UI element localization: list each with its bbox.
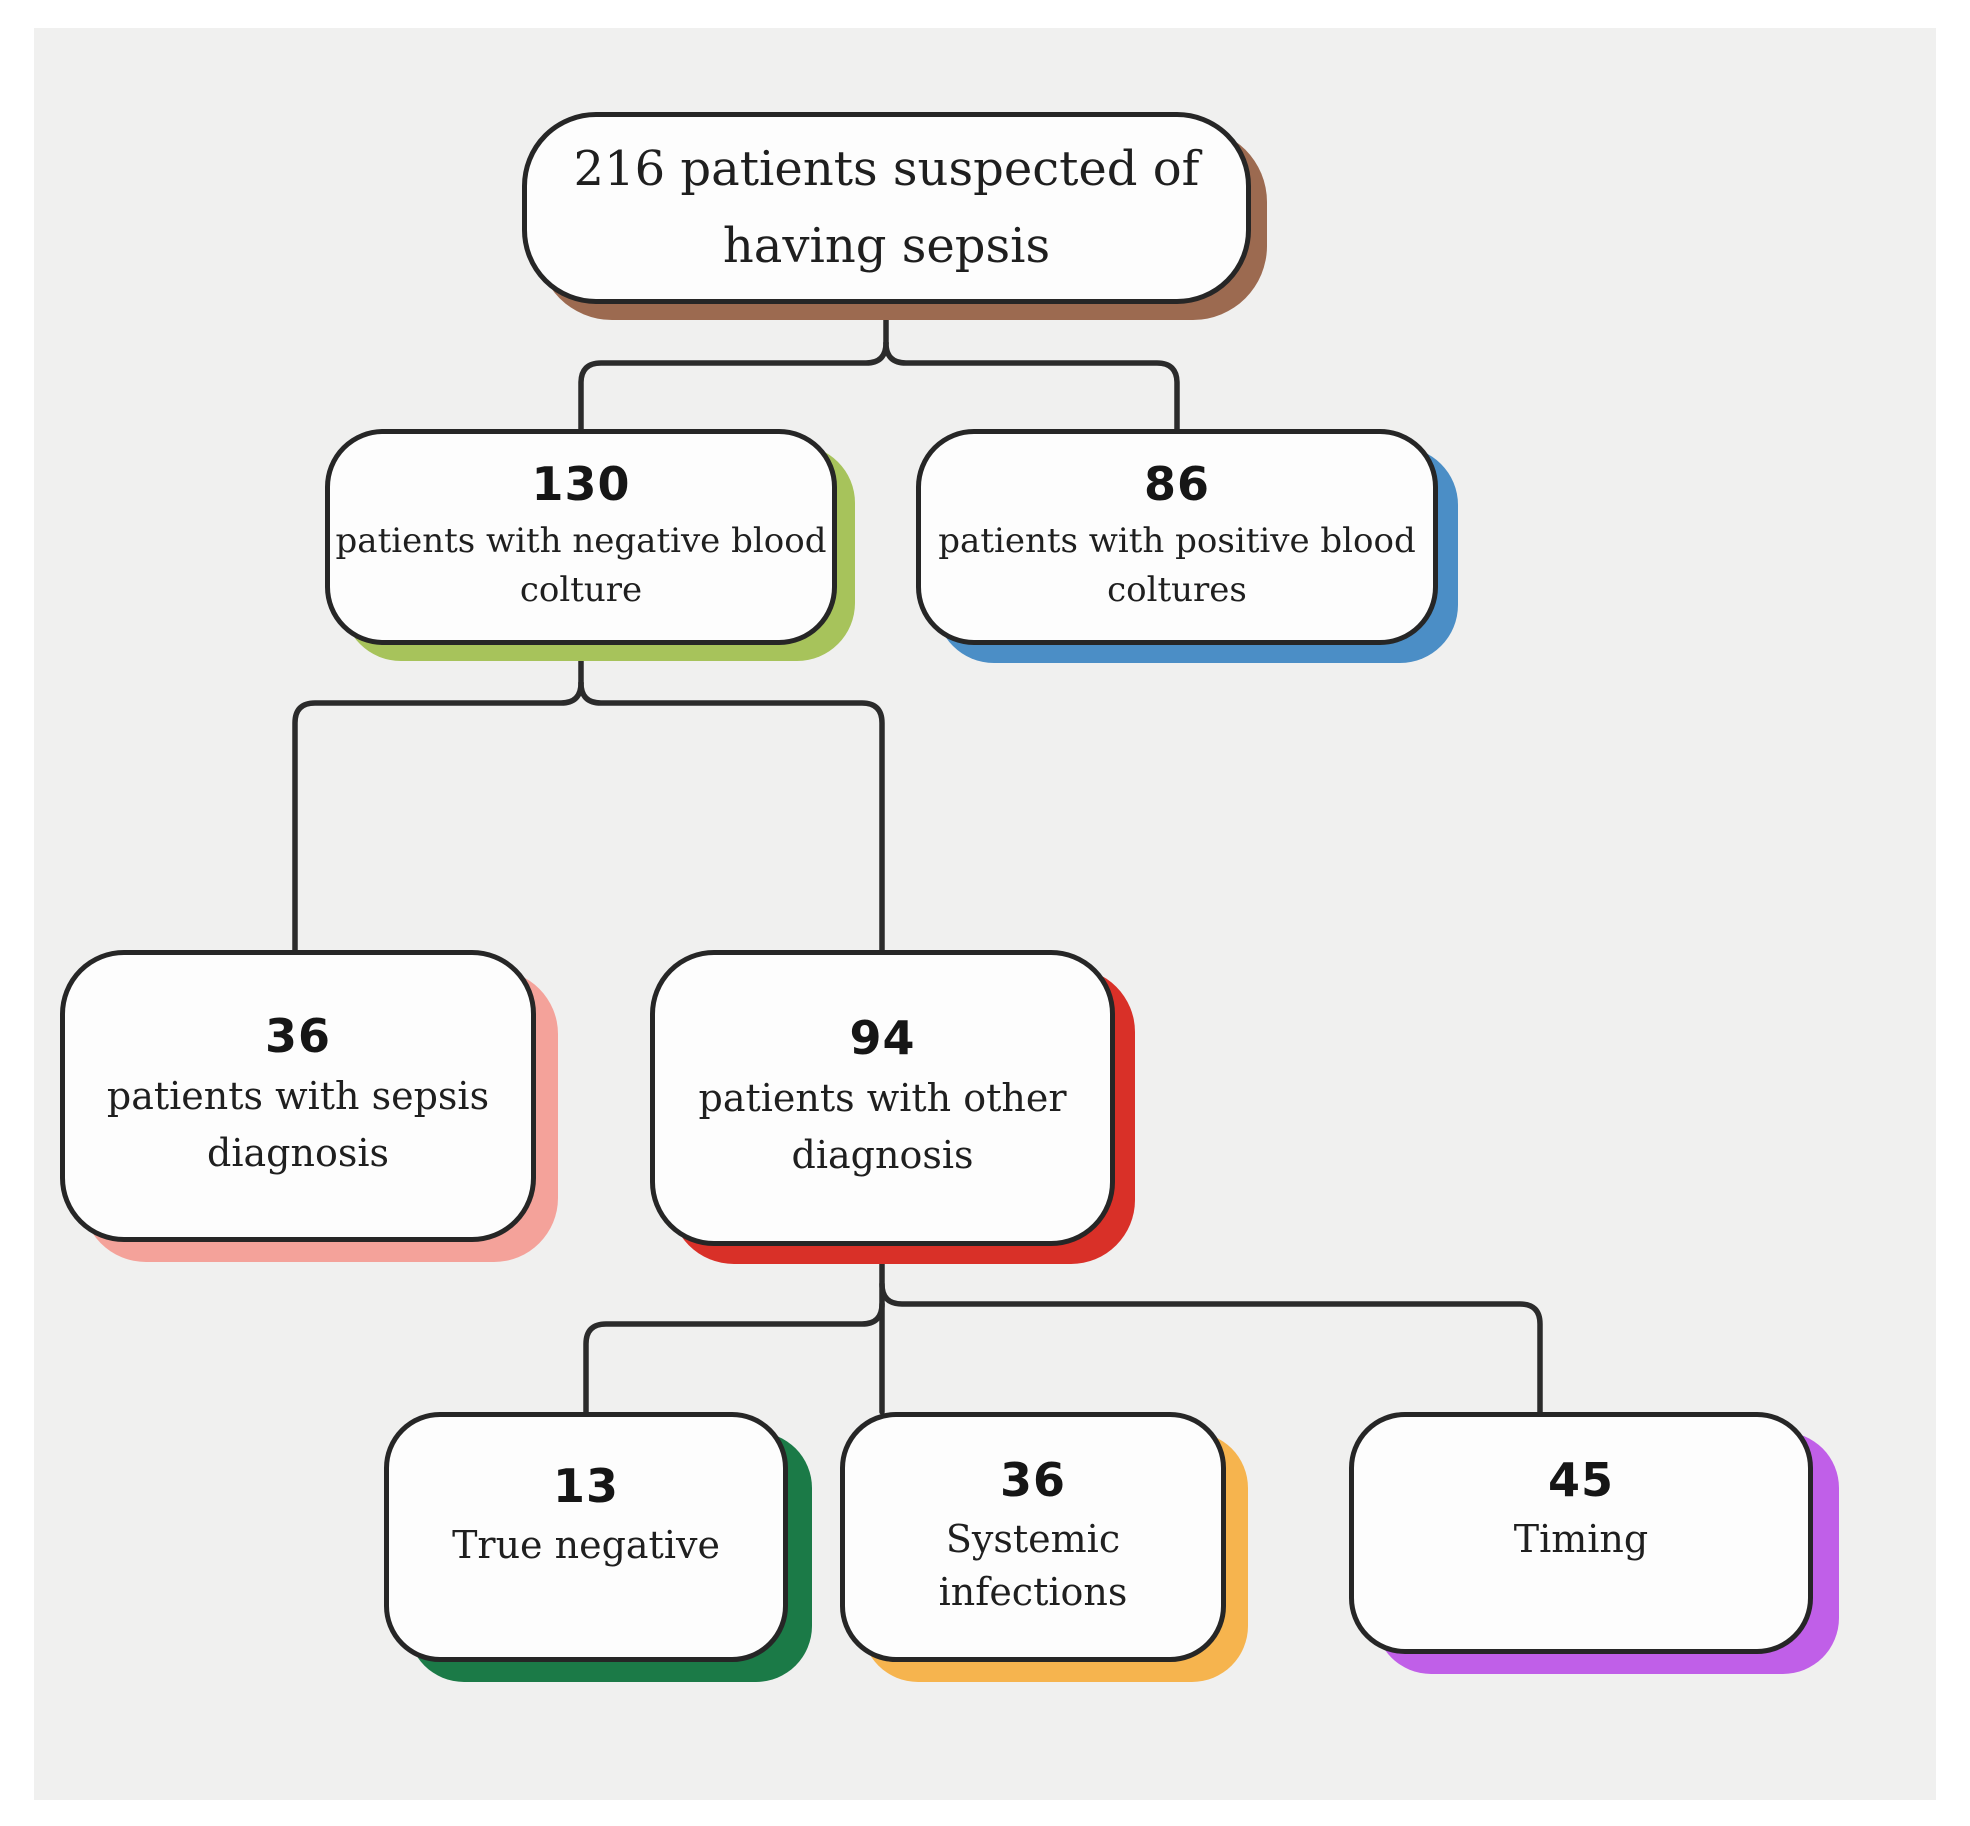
node-label-line: patients with sepsis xyxy=(106,1074,490,1119)
node-sepsis-diagnosis: 36 patients with sepsis diagnosis xyxy=(60,950,536,1242)
node-label-line: colture xyxy=(519,570,643,611)
node-count: 45 xyxy=(1547,1452,1614,1507)
node-label-line: Systemic xyxy=(945,1517,1121,1562)
node-systemic-infections: 36 Systemic infections xyxy=(840,1412,1226,1662)
node-suspected-sepsis: 216 patients suspected of having sepsis xyxy=(522,112,1251,304)
node-label-line: having sepsis xyxy=(722,218,1051,274)
node-label-line: diagnosis xyxy=(207,1131,389,1176)
node-negative-blood-culture: 130 patients with negative blood colture xyxy=(325,429,837,645)
node-label-line: patients with negative blood xyxy=(335,521,827,562)
node-label-line: patients with other xyxy=(698,1076,1067,1121)
node-count: 36 xyxy=(264,1008,331,1063)
node-true-negative: 13 True negative xyxy=(384,1412,788,1662)
node-label-line: infections xyxy=(938,1570,1128,1615)
node-count: 130 xyxy=(531,457,631,512)
node-label-line: patients with positive blood xyxy=(938,521,1416,562)
node-positive-blood-cultures: 86 patients with positive blood coltures xyxy=(916,429,1438,645)
node-label-line: 216 patients suspected of xyxy=(573,141,1200,198)
node-count: 86 xyxy=(1143,457,1210,512)
node-label-line: True negative xyxy=(452,1522,720,1567)
node-label-line: coltures xyxy=(1107,570,1247,611)
node-count: 94 xyxy=(849,1010,916,1065)
node-label-line: diagnosis xyxy=(791,1133,974,1178)
node-label-line: Timing xyxy=(1513,1516,1649,1561)
node-other-diagnosis: 94 patients with other diagnosis xyxy=(650,950,1115,1246)
node-count: 36 xyxy=(999,1453,1066,1508)
node-count: 13 xyxy=(552,1458,619,1513)
node-timing: 45 Timing xyxy=(1349,1412,1813,1654)
